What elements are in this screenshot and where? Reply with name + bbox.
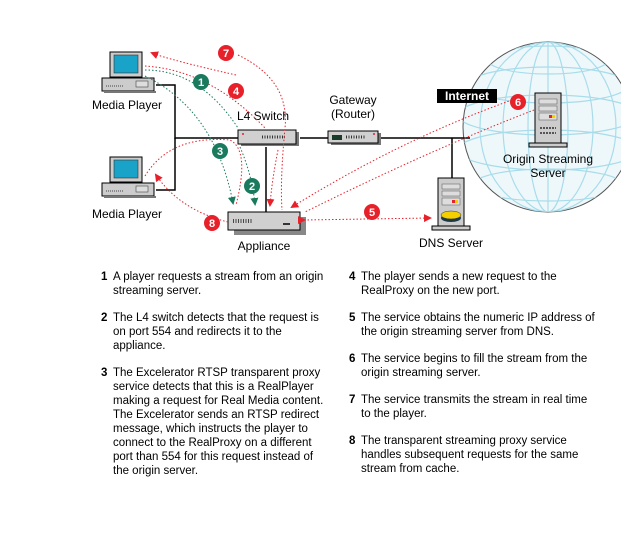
gateway-label-line2: (Router) bbox=[331, 107, 375, 121]
flow-path-4b bbox=[266, 149, 279, 207]
svg-text:3: 3 bbox=[217, 146, 223, 158]
step-number: 2 bbox=[101, 312, 108, 324]
l4-switch-label: L4 Switch bbox=[237, 109, 289, 123]
step-marker-6: 6 bbox=[510, 94, 526, 110]
appliance-label: Appliance bbox=[238, 239, 291, 253]
step-item: 1 A player requests a stream from an ori… bbox=[101, 270, 326, 298]
dns-server-label: DNS Server bbox=[419, 236, 483, 250]
step-number: 6 bbox=[349, 353, 356, 365]
flow-path-6a bbox=[290, 99, 513, 209]
flow-path-5 bbox=[297, 214, 432, 225]
flow-path-7b bbox=[237, 54, 286, 211]
flow-path-8 bbox=[154, 173, 229, 223]
l4-switch-icon bbox=[237, 129, 299, 146]
step-item: 5 The service obtains the numeric IP add… bbox=[349, 311, 599, 339]
steps-list-left: 1 A player requests a stream from an ori… bbox=[101, 270, 326, 491]
step-marker-7: 7 bbox=[218, 45, 234, 61]
origin-streaming-server-icon bbox=[528, 92, 568, 148]
steps-list-right: 4 The player sends a new request to the … bbox=[349, 270, 599, 489]
step-number: 1 bbox=[101, 271, 108, 283]
step-item: 6 The service begins to fill the stream … bbox=[349, 352, 599, 380]
step-marker-5: 5 bbox=[364, 204, 380, 220]
step-item: 3 The Excelerator RTSP transparent proxy… bbox=[101, 366, 326, 478]
step-text: The transparent streaming proxy service … bbox=[361, 435, 579, 475]
internet-label: Internet bbox=[437, 89, 497, 103]
step-item: 7 The service transmits the stream in re… bbox=[349, 393, 599, 421]
gateway-router-icon bbox=[327, 130, 381, 145]
dns-server-icon bbox=[431, 177, 471, 231]
response-flow-paths bbox=[144, 51, 535, 225]
svg-text:6: 6 bbox=[515, 97, 521, 109]
network-diagram: Internet Media Player Media Player L4 Sw… bbox=[92, 41, 621, 253]
appliance-icon bbox=[227, 211, 306, 235]
svg-text:4: 4 bbox=[233, 86, 240, 98]
step-text: The L4 switch detects that the request i… bbox=[113, 312, 319, 352]
media-player-top-label: Media Player bbox=[92, 98, 162, 112]
step-number: 4 bbox=[349, 271, 356, 283]
gateway-label-line1: Gateway bbox=[329, 93, 376, 107]
step-text: The service obtains the numeric IP addre… bbox=[361, 312, 595, 338]
flow-path-4 bbox=[144, 65, 266, 129]
step-marker-1: 1 bbox=[193, 74, 209, 90]
network-cabling bbox=[156, 84, 470, 212]
step-marker-8: 8 bbox=[204, 215, 220, 231]
step-item: 4 The player sends a new request to the … bbox=[349, 270, 599, 298]
origin-server-label-line1: Origin Streaming bbox=[503, 152, 593, 166]
step-text: The Excelerator RTSP transparent proxy s… bbox=[113, 367, 324, 477]
step-number: 8 bbox=[349, 435, 356, 447]
svg-text:8: 8 bbox=[209, 218, 215, 230]
step-marker-2: 2 bbox=[244, 178, 260, 194]
step-number: 3 bbox=[101, 367, 108, 379]
step-text: The service transmits the stream in real… bbox=[361, 394, 588, 420]
step-item: 2 The L4 switch detects that the request… bbox=[101, 311, 326, 353]
media-player-top-icon bbox=[101, 51, 156, 93]
flow-path-2 bbox=[239, 146, 259, 206]
media-player-bottom-icon bbox=[101, 156, 156, 198]
svg-text:2: 2 bbox=[249, 181, 255, 193]
flow-path-8b bbox=[144, 138, 243, 206]
step-number: 7 bbox=[349, 394, 356, 406]
media-player-bottom-label: Media Player bbox=[92, 207, 162, 221]
svg-text:1: 1 bbox=[198, 77, 204, 89]
flow-path-3 bbox=[144, 75, 236, 205]
step-marker-4: 4 bbox=[228, 83, 244, 99]
svg-text:7: 7 bbox=[223, 48, 229, 60]
step-markers: 1 2 3 4 5 6 7 8 bbox=[193, 45, 526, 231]
step-number: 5 bbox=[349, 312, 356, 324]
svg-text:Internet: Internet bbox=[445, 89, 489, 103]
flow-path-6b bbox=[304, 109, 535, 213]
origin-server-label-line2: Server bbox=[530, 166, 565, 180]
step-text: A player requests a stream from an origi… bbox=[113, 271, 324, 297]
svg-text:5: 5 bbox=[369, 207, 375, 219]
step-marker-3: 3 bbox=[212, 143, 228, 159]
step-item: 8 The transparent streaming proxy servic… bbox=[349, 434, 599, 476]
step-text: The service begins to fill the stream fr… bbox=[361, 353, 588, 379]
step-text: The player sends a new request to the Re… bbox=[361, 271, 557, 297]
